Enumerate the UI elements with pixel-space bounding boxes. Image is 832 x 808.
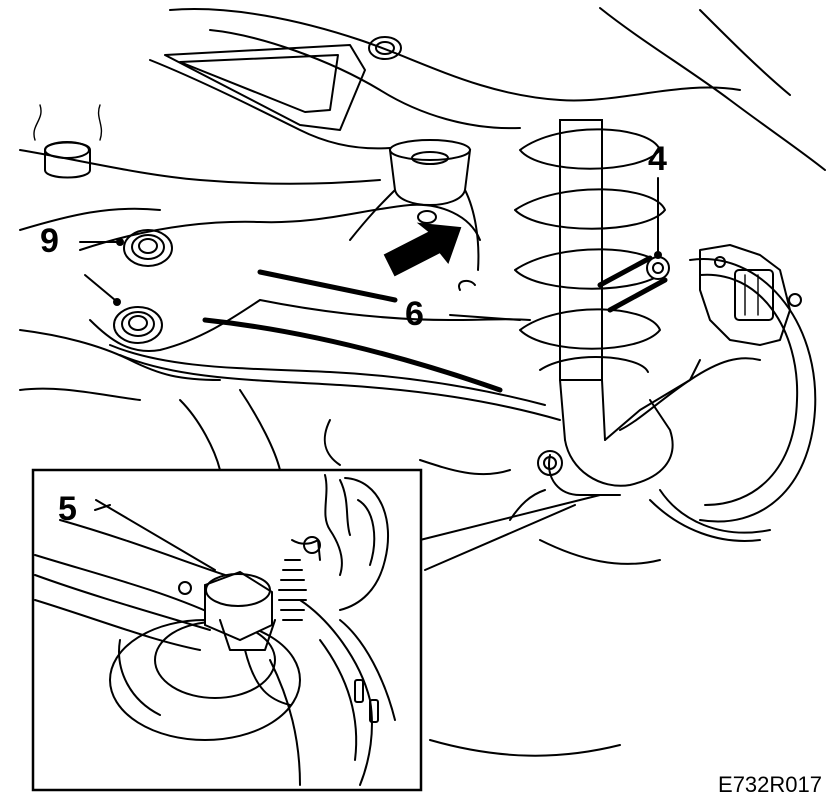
bushing-lower bbox=[113, 306, 163, 344]
clip bbox=[458, 279, 476, 291]
bushing-9 bbox=[123, 229, 173, 267]
figure-code: E732R017 bbox=[718, 772, 822, 797]
callout-4: 4 bbox=[648, 140, 667, 178]
detail-inset bbox=[31, 468, 423, 792]
body-outline bbox=[19, 7, 826, 401]
stabiliser-link bbox=[597, 255, 670, 313]
inset-pointer bbox=[419, 489, 601, 571]
callout-6: 6 bbox=[405, 295, 424, 333]
direction-arrow bbox=[383, 222, 462, 277]
callout-5: 5 bbox=[58, 490, 77, 528]
knuckle bbox=[537, 357, 761, 496]
subframe-panel bbox=[164, 36, 402, 131]
coil-spring bbox=[514, 119, 666, 441]
control-arm bbox=[79, 203, 561, 421]
brake-assembly bbox=[649, 244, 817, 542]
lower-outlines bbox=[179, 389, 661, 757]
callout-9: 9 bbox=[40, 222, 59, 260]
upper-strut-mount bbox=[349, 139, 480, 271]
callout-leaders bbox=[79, 177, 662, 571]
upper-mount-cup bbox=[33, 104, 103, 179]
